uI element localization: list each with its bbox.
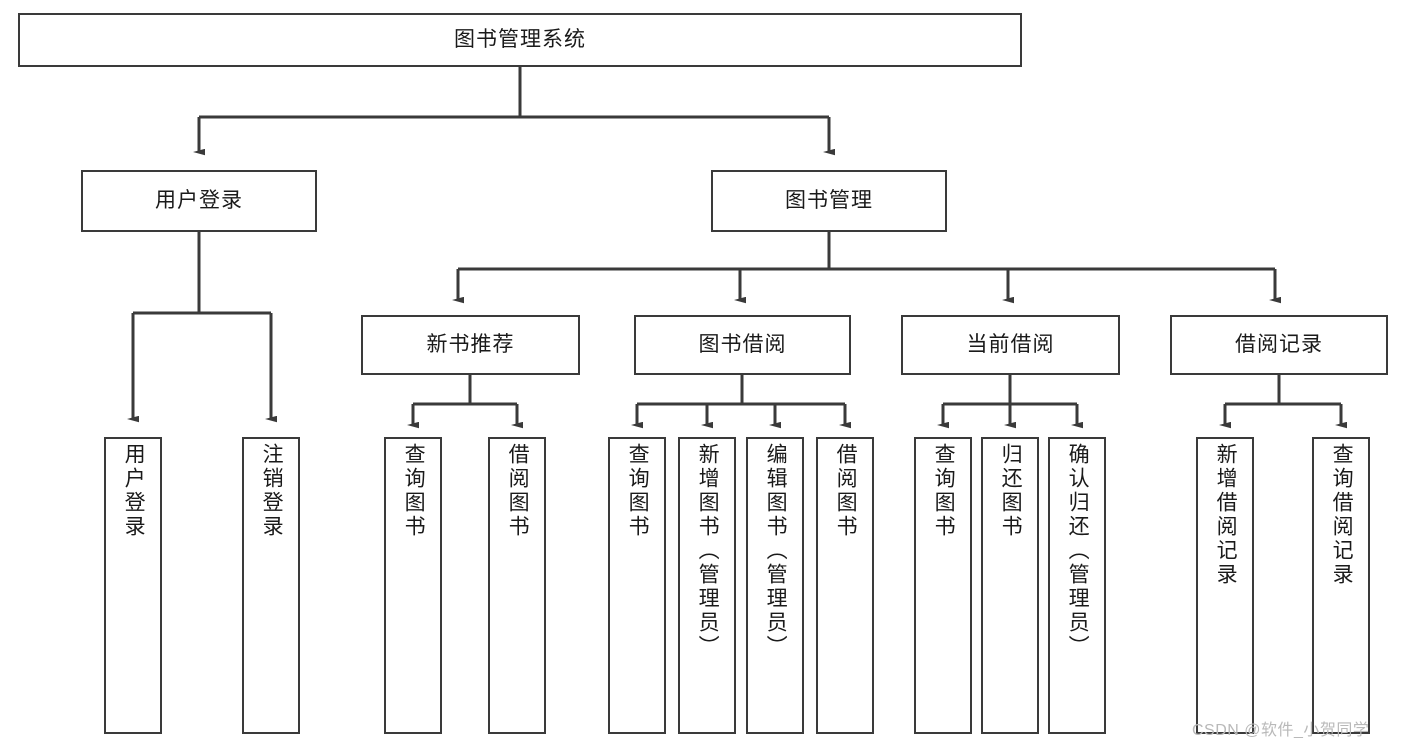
node-current-borrow[interactable]: 当前借阅 <box>901 315 1120 375</box>
node-leaf-logout[interactable]: 注销登录 <box>242 437 300 734</box>
node-leaf-query-book-1-label: 查询图书 <box>402 443 426 539</box>
node-book-borrow[interactable]: 图书借阅 <box>634 315 851 375</box>
node-leaf-query-book-3[interactable]: 查询图书 <box>914 437 972 734</box>
node-new-book-rec[interactable]: 新书推荐 <box>361 315 580 375</box>
node-leaf-add-record-label: 新增借阅记录 <box>1214 443 1238 587</box>
node-leaf-user-login-label: 用户登录 <box>122 443 146 539</box>
node-leaf-logout-label: 注销登录 <box>260 443 284 539</box>
node-leaf-confirm-return-label: 确认归还（管理员） <box>1066 443 1090 659</box>
node-leaf-return-book-label: 归还图书 <box>999 443 1023 539</box>
node-leaf-add-book[interactable]: 新增图书（管理员） <box>678 437 736 734</box>
node-new-book-rec-label: 新书推荐 <box>426 332 515 356</box>
node-leaf-query-book-2-label: 查询图书 <box>626 443 650 539</box>
node-leaf-add-record[interactable]: 新增借阅记录 <box>1196 437 1254 734</box>
node-leaf-borrow-book-2[interactable]: 借阅图书 <box>816 437 874 734</box>
node-leaf-return-book[interactable]: 归还图书 <box>981 437 1039 734</box>
node-leaf-query-book-1[interactable]: 查询图书 <box>384 437 442 734</box>
node-book-borrow-label: 图书借阅 <box>698 332 787 356</box>
node-book-manage[interactable]: 图书管理 <box>711 170 947 232</box>
node-book-manage-label: 图书管理 <box>785 188 873 212</box>
node-borrow-record[interactable]: 借阅记录 <box>1170 315 1388 375</box>
node-leaf-borrow-book-1[interactable]: 借阅图书 <box>488 437 546 734</box>
node-user-login[interactable]: 用户登录 <box>81 170 317 232</box>
node-root[interactable]: 图书管理系统 <box>18 13 1022 67</box>
node-leaf-borrow-book-2-label: 借阅图书 <box>834 443 858 539</box>
node-leaf-user-login[interactable]: 用户登录 <box>104 437 162 734</box>
node-leaf-query-record-label: 查询借阅记录 <box>1330 443 1354 587</box>
node-leaf-query-book-3-label: 查询图书 <box>932 443 956 539</box>
node-leaf-add-book-label: 新增图书（管理员） <box>696 443 720 659</box>
node-leaf-query-book-2[interactable]: 查询图书 <box>608 437 666 734</box>
node-user-login-label: 用户登录 <box>155 188 243 212</box>
node-leaf-confirm-return[interactable]: 确认归还（管理员） <box>1048 437 1106 734</box>
node-leaf-borrow-book-1-label: 借阅图书 <box>506 443 530 539</box>
node-borrow-record-label: 借阅记录 <box>1235 332 1323 356</box>
node-root-label: 图书管理系统 <box>454 27 586 51</box>
node-leaf-edit-book[interactable]: 编辑图书（管理员） <box>746 437 804 734</box>
node-current-borrow-label: 当前借阅 <box>966 332 1055 356</box>
node-leaf-edit-book-label: 编辑图书（管理员） <box>764 443 788 659</box>
node-leaf-query-record[interactable]: 查询借阅记录 <box>1312 437 1370 734</box>
